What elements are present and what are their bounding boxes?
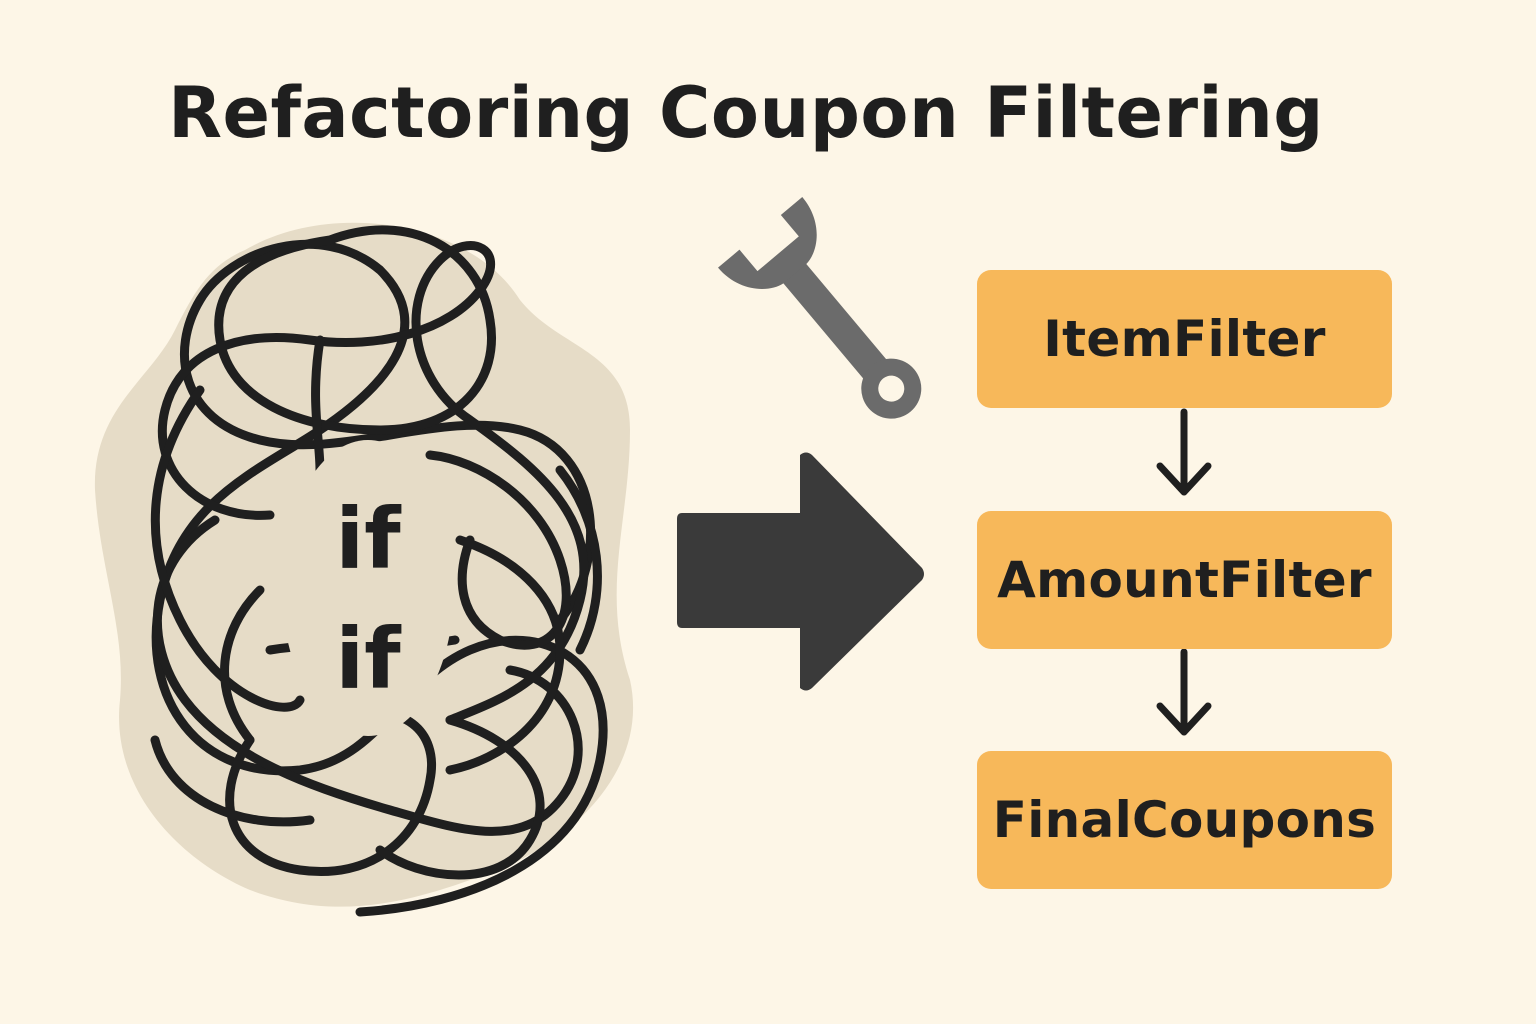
pipeline-step-amount-filter: AmountFilter bbox=[977, 511, 1392, 649]
arrow-right-icon bbox=[677, 453, 924, 691]
pipeline-step-label: AmountFilter bbox=[997, 551, 1372, 609]
pipeline-step-label: FinalCoupons bbox=[993, 791, 1377, 849]
pipeline-step-item-filter: ItemFilter bbox=[977, 270, 1392, 408]
if-keyword-2: if bbox=[335, 610, 402, 708]
connector-arrow-2 bbox=[1160, 652, 1208, 732]
pipeline-step-final-coupons: FinalCoupons bbox=[977, 751, 1392, 889]
wrench-icon bbox=[718, 197, 953, 447]
if-keyword-1: if bbox=[335, 490, 402, 588]
connector-arrow-1 bbox=[1160, 412, 1208, 492]
pipeline-step-label: ItemFilter bbox=[1043, 310, 1325, 368]
